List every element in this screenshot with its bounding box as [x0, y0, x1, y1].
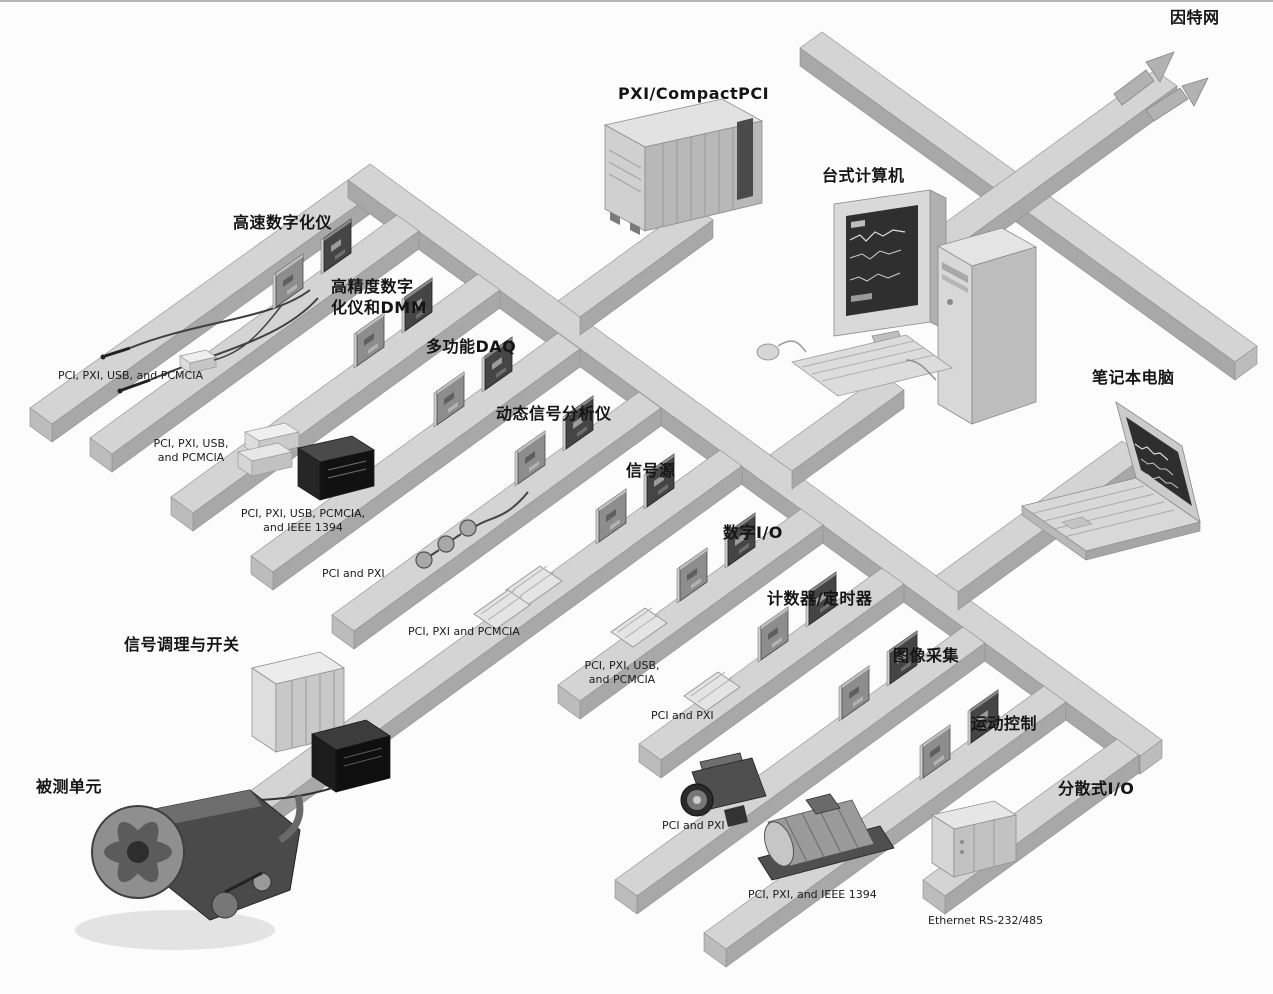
usb-daq-box [296, 435, 376, 501]
bus-beam-rail [29, 179, 371, 443]
internet-arrow-icon [1113, 51, 1209, 122]
camera-device [680, 752, 767, 827]
bus-beam-row-1 [89, 214, 420, 473]
desktop-keyboard [791, 334, 953, 397]
benchtop-unit-stack [237, 422, 300, 477]
bus-beam-row-8 [614, 626, 986, 915]
desktop-tower [936, 227, 1038, 425]
shaker-cable-balls [415, 491, 529, 569]
desktop-computer [756, 189, 1038, 425]
bus-beam-row-7 [638, 567, 905, 779]
bus-beam-row-6 [557, 508, 824, 720]
probe-cable [100, 289, 311, 360]
desktop-mouse [756, 340, 807, 361]
page-edge-rule [0, 0, 1273, 2]
bus-beam-row-9 [703, 685, 1067, 968]
desktop-monitor [833, 189, 947, 350]
motor-device [757, 793, 895, 881]
unit-under-test-engine [75, 789, 304, 950]
scxi-black-module [311, 719, 391, 793]
bus-beam-pxi-branch [557, 203, 714, 336]
usb-dongle [179, 304, 283, 374]
bus-beam-desktop-branch [769, 373, 905, 490]
pxi-chassis-device [603, 98, 764, 235]
fieldpoint-device [930, 800, 1018, 878]
laptop-device [1021, 401, 1201, 561]
